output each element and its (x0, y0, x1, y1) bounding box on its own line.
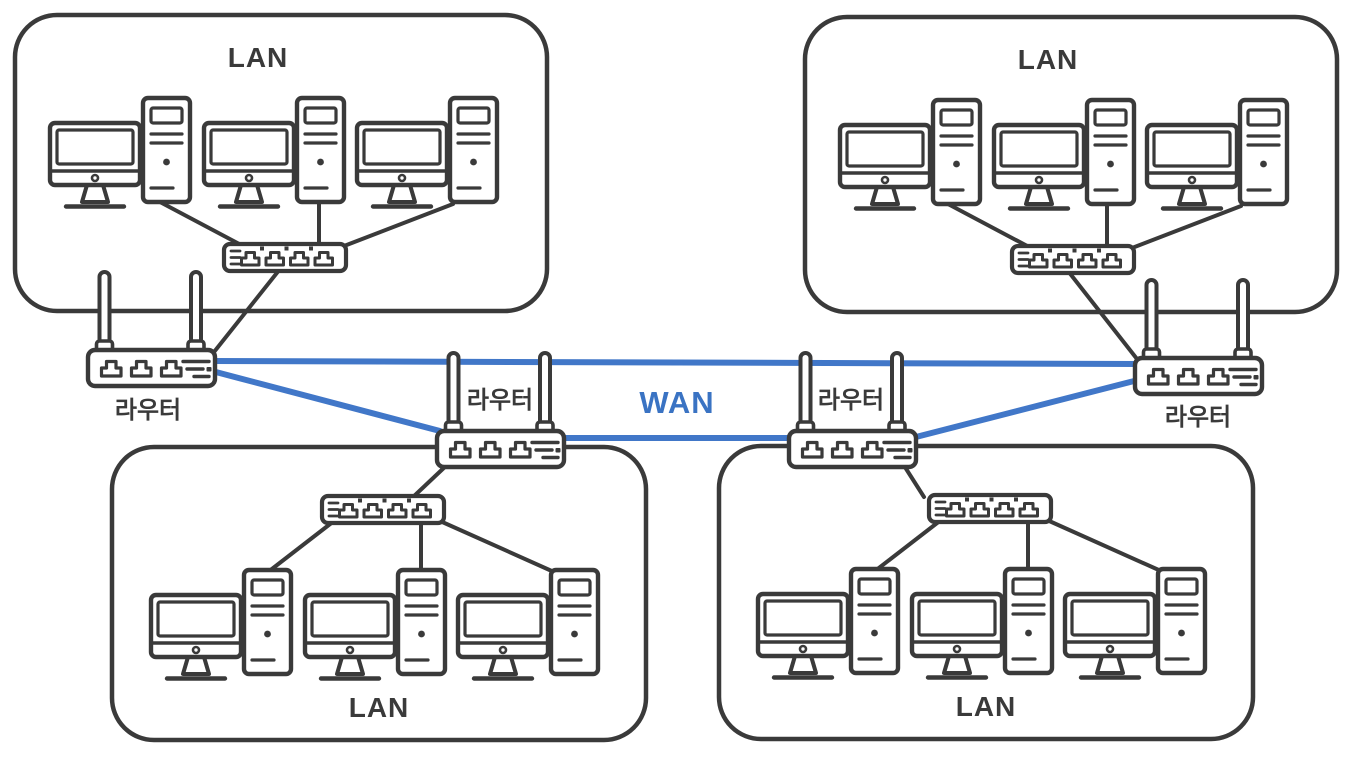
wan-label: WAN (639, 385, 714, 420)
ethernet-link (873, 518, 943, 573)
switch-icon (224, 244, 346, 271)
ethernet-link (1130, 204, 1243, 250)
ethernet-link (266, 519, 336, 574)
ethernet-link (342, 202, 455, 248)
lan-label: LAN (1018, 44, 1079, 75)
ethernet-link (1045, 518, 1163, 573)
router-label: 라우터 (818, 387, 884, 414)
wan-link-left-right (209, 358, 1141, 367)
wan-link-left-centerleft (209, 368, 443, 434)
ethernet-link (410, 462, 450, 500)
router-label: 라우터 (467, 387, 533, 414)
ethernet-link (1066, 269, 1139, 361)
lan-label: LAN (349, 692, 410, 723)
router-label: 라우터 (115, 397, 181, 424)
ethernet-link (438, 519, 556, 574)
wan-links (209, 358, 1141, 441)
switch-icon (322, 496, 444, 523)
switch-icon (1012, 246, 1134, 273)
ethernet-link (158, 200, 245, 248)
lan-label: LAN (228, 42, 289, 73)
ethernet-links (158, 200, 1243, 574)
switch-icon (929, 495, 1051, 522)
ethernet-link (946, 202, 1033, 250)
router-label: 라우터 (1165, 404, 1231, 431)
wan-link-centerright-right (909, 377, 1141, 441)
lan-label: LAN (956, 691, 1017, 722)
ethernet-link (212, 267, 282, 354)
ethernet-link (901, 462, 926, 499)
